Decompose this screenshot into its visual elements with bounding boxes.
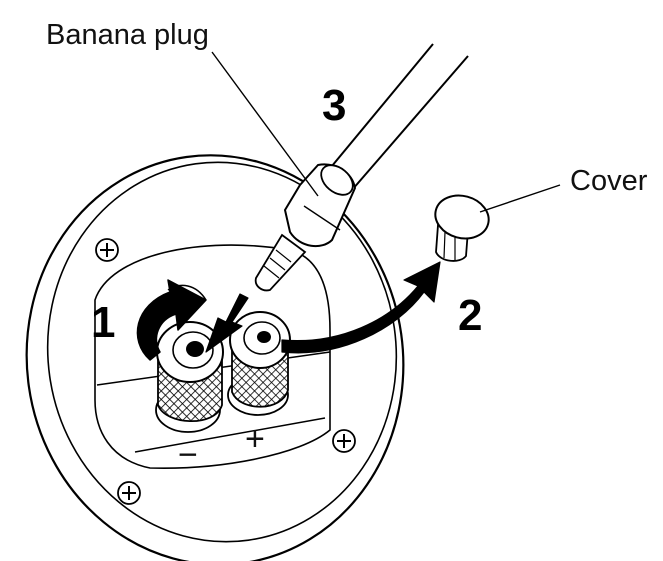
cover-label: Cover <box>570 165 648 197</box>
step-1-number: 1 <box>91 298 115 347</box>
cover-leader-line <box>479 184 561 213</box>
cover-cap <box>434 194 490 262</box>
step-2-number: 2 <box>458 291 482 340</box>
negative-terminal-post <box>155 321 224 433</box>
banana-plug-label: Banana plug <box>46 19 209 51</box>
insert-arrow-icon <box>205 293 249 353</box>
step-3-number: 3 <box>322 81 346 130</box>
rotate-arrow-icon <box>136 279 207 361</box>
screw-icon-top-left <box>95 238 119 262</box>
banana-plug-leader-line <box>211 51 319 197</box>
negative-polarity-mark: − <box>178 436 198 474</box>
screw-icon-bottom-left <box>117 481 141 505</box>
banana-plug <box>254 42 470 292</box>
cover-removal-arrow-icon <box>281 261 441 354</box>
positive-polarity-mark: + <box>245 420 265 458</box>
screw-icon-right <box>332 429 356 453</box>
